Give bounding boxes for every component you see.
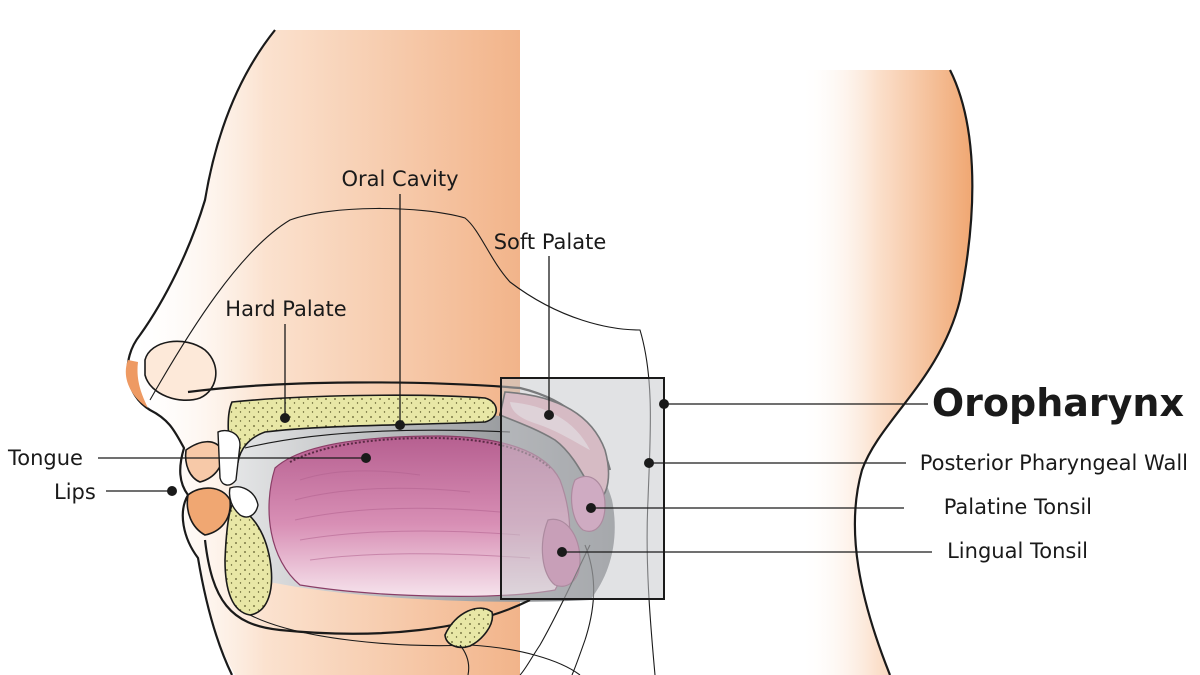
leader-posterior-pharyngeal-wall	[644, 458, 906, 468]
label-oropharynx: Oropharynx	[932, 381, 1184, 425]
tongue-surface-bumps	[289, 436, 551, 469]
leader-palatine-tonsil	[586, 503, 904, 513]
oropharynx-region-box	[500, 377, 665, 600]
neck-skin	[800, 70, 973, 675]
label-tongue: Tongue	[7, 446, 83, 470]
neck-outline	[853, 69, 974, 675]
leader-hard-palate	[280, 324, 290, 423]
label-hard-palate: Hard Palate	[225, 297, 346, 321]
leader-tongue	[98, 453, 371, 463]
label-soft-palate: Soft Palate	[494, 230, 607, 254]
lower-teeth	[228, 486, 259, 518]
label-lips: Lips	[54, 480, 96, 504]
label-oral-cavity: Oral Cavity	[342, 167, 459, 191]
label-posterior-pharyngeal-wall: Posterior Pharyngeal Wall	[920, 451, 1188, 475]
throat-line	[459, 644, 470, 675]
palate-inner-outline	[244, 429, 511, 449]
chin-outline	[249, 614, 581, 675]
leader-lips	[106, 486, 177, 496]
tongue-texture	[294, 470, 531, 561]
nostril	[144, 340, 217, 402]
leader-lingual-tonsil	[557, 547, 932, 557]
nose-shadow	[125, 360, 148, 408]
face-outline	[126, 29, 276, 675]
leader-oral-cavity	[395, 194, 405, 430]
lower-lip	[186, 487, 231, 536]
label-lingual-tonsil: Lingual Tonsil	[947, 539, 1088, 563]
leader-soft-palate	[544, 256, 554, 420]
leader-oropharynx	[659, 399, 928, 409]
upper-lip	[184, 440, 224, 483]
label-palatine-tonsil: Palatine Tonsil	[944, 495, 1092, 519]
hyoid-bone	[444, 607, 494, 649]
